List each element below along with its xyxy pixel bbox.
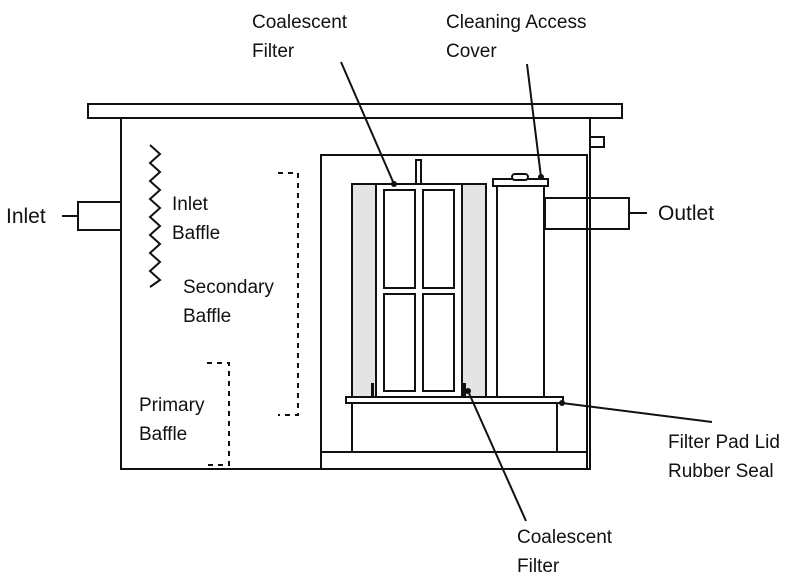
rubber-seal-leader bbox=[561, 402, 713, 423]
secondary-baffle-label: Secondary Baffle bbox=[183, 273, 274, 331]
outlet-label: Outlet bbox=[658, 199, 714, 228]
inlet-baffle-line1: Inlet bbox=[172, 194, 208, 215]
inlet-baffle-label: Inlet Baffle bbox=[172, 190, 220, 248]
secondary-baffle-line1: Secondary bbox=[183, 277, 274, 298]
cleaning-access-column bbox=[496, 185, 545, 398]
filter-chamber bbox=[320, 154, 588, 470]
rubber-seal-line1: Filter Pad Lid bbox=[668, 432, 780, 453]
dot-cleaning-access bbox=[538, 174, 544, 180]
secondary-baffle-bracket bbox=[278, 172, 299, 416]
filter-pane-bottom-left bbox=[383, 293, 416, 392]
cleaning-access-leader bbox=[526, 63, 542, 178]
coalescent-filter-top-label: Coalescent Filter bbox=[252, 8, 347, 66]
primary-baffle-line2: Baffle bbox=[139, 424, 188, 445]
filter-pane-top-left bbox=[383, 189, 416, 289]
filter-side-panel-left bbox=[351, 183, 377, 398]
filter-pane-bottom-right bbox=[422, 293, 455, 392]
filter-side-panel-right bbox=[461, 183, 487, 398]
inlet-baffle-line2: Baffle bbox=[172, 223, 221, 244]
dot-rubber-seal bbox=[559, 400, 565, 406]
coalescent-filter-top-line2: Filter bbox=[252, 41, 295, 62]
primary-baffle-line1: Primary bbox=[139, 395, 205, 416]
coalescent-filter-bottom-line2: Filter bbox=[517, 556, 560, 577]
seal-block-right bbox=[463, 383, 466, 396]
coalescent-filter-top-leader bbox=[340, 61, 395, 185]
dot-coalescent-bottom bbox=[465, 388, 471, 394]
inlet-pipe bbox=[77, 201, 122, 231]
cleaning-access-cover-label: Cleaning Access Cover bbox=[446, 8, 586, 66]
filter-pad-lid-rubber-seal-label: Filter Pad Lid Rubber Seal bbox=[668, 428, 780, 486]
primary-baffle-label: Primary Baffle bbox=[139, 391, 204, 449]
coalescent-filter-bottom-leader bbox=[467, 390, 527, 522]
dot-coalescent-top bbox=[391, 181, 397, 187]
coalescent-filter-bottom-line1: Coalescent bbox=[517, 527, 613, 548]
primary-baffle-bracket bbox=[207, 362, 230, 466]
coalescent-filter-bottom-label: Coalescent Filter bbox=[517, 523, 612, 581]
inlet-label-text: Inlet bbox=[6, 205, 46, 228]
inlet-label: Inlet bbox=[6, 202, 46, 231]
rubber-seal-line2: Rubber Seal bbox=[668, 461, 774, 482]
cleaning-access-knob bbox=[511, 173, 529, 181]
seal-block-left bbox=[371, 383, 374, 396]
cleaning-access-cover-line1: Cleaning Access bbox=[446, 12, 587, 33]
filter-pad-base bbox=[351, 401, 558, 453]
lid-latch bbox=[589, 136, 605, 148]
secondary-baffle-line2: Baffle bbox=[183, 306, 232, 327]
coalescent-filter-frame bbox=[375, 183, 463, 398]
filter-pane-top-right bbox=[422, 189, 455, 289]
tank-lid bbox=[87, 103, 623, 119]
cleaning-access-cover-line2: Cover bbox=[446, 41, 497, 62]
coalescent-filter-top-line1: Coalescent bbox=[252, 12, 348, 33]
inlet-baffle-zigzag bbox=[148, 144, 162, 288]
outlet-label-text: Outlet bbox=[658, 202, 715, 225]
filter-handle bbox=[415, 159, 422, 185]
